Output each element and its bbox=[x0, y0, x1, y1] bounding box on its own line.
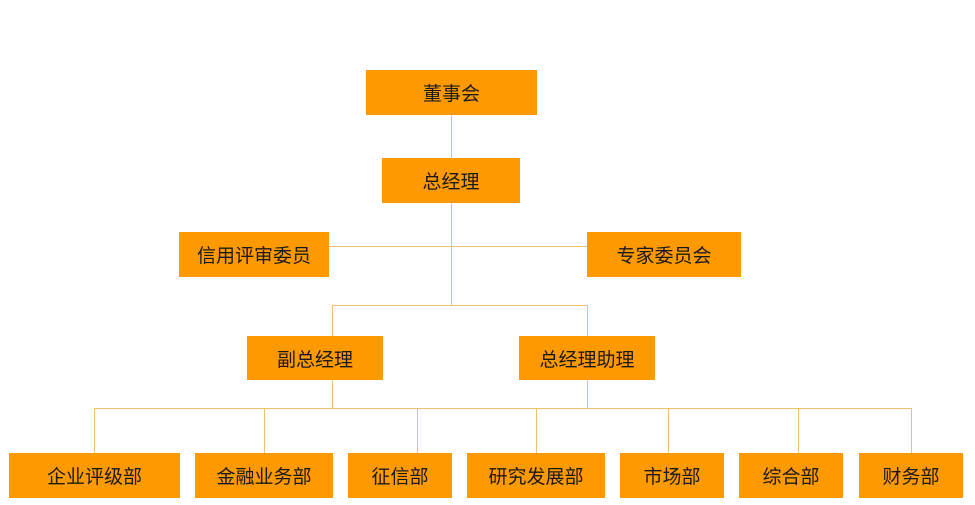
connector-gm-assistant-down bbox=[587, 379, 588, 409]
department-box-5: 市场部 bbox=[620, 453, 724, 498]
credit-committee-box: 信用评审委员 bbox=[179, 232, 329, 277]
connector-board-gm bbox=[451, 114, 452, 159]
connector-dept-5 bbox=[668, 408, 669, 454]
department-box-1: 企业评级部 bbox=[9, 453, 180, 498]
department-box-2: 金融业务部 bbox=[195, 453, 333, 498]
connector-dept-6 bbox=[798, 408, 799, 454]
connector-to-gm-assistant bbox=[587, 305, 588, 337]
connector-gm-trunk bbox=[451, 202, 452, 306]
department-box-4: 研究发展部 bbox=[467, 453, 605, 498]
connector-departments-bus bbox=[94, 408, 912, 409]
connector-deputy-gm-down bbox=[332, 379, 333, 409]
connector-committees bbox=[328, 246, 588, 247]
connector-dept-4 bbox=[536, 408, 537, 454]
department-box-3: 征信部 bbox=[348, 453, 452, 498]
connector-to-deputy-gm bbox=[332, 305, 333, 337]
connector-dept-2 bbox=[264, 408, 265, 454]
deputy-gm-box: 副总经理 bbox=[247, 336, 383, 380]
gm-assistant-box: 总经理助理 bbox=[519, 336, 655, 380]
connector-deputies bbox=[332, 305, 588, 306]
general-manager-box: 总经理 bbox=[382, 158, 520, 203]
expert-committee-box: 专家委员会 bbox=[587, 232, 741, 277]
department-box-7: 财务部 bbox=[859, 453, 963, 498]
connector-dept-7 bbox=[911, 408, 912, 454]
connector-dept-1 bbox=[94, 408, 95, 454]
department-box-6: 综合部 bbox=[739, 453, 843, 498]
connector-dept-3 bbox=[417, 408, 418, 454]
board-box: 董事会 bbox=[366, 70, 537, 115]
